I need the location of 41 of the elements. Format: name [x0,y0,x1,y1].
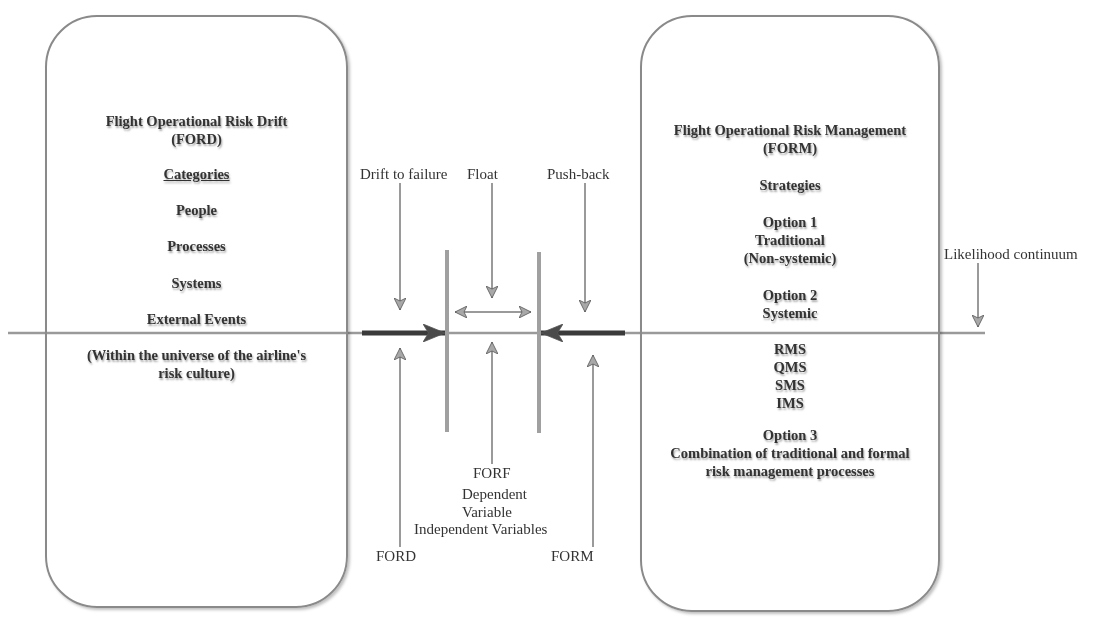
arrow [971,262,985,328]
arrow [393,182,407,311]
panel-text: SMS [775,376,805,394]
variable-label: Independent Variables [414,520,549,538]
arrow-label: FORF [473,464,511,482]
panel-text: Systemic [762,304,818,322]
arrow [362,323,446,343]
arrow [485,341,499,465]
panel-text: External Events [146,310,247,328]
arrow-label: FORD [376,547,416,565]
panel-text: People [175,201,218,219]
panel-text: (Non-systemic) [743,249,837,267]
panel-text: Option 1 [762,213,818,231]
arrow-label: Likelihood continuum [944,245,1078,263]
arrow [540,323,625,343]
arrow [586,354,600,548]
panel-text: Option 2 [762,286,818,304]
arrow-label: FORM [551,547,594,565]
panel-text: RMS [773,340,807,358]
arrow-label: Push-back [547,165,610,183]
variable-label: Dependent Variable [462,485,528,521]
rounded-panel [640,15,940,612]
arrow [578,182,592,313]
arrow-label: Drift to failure [360,165,448,183]
arrow [393,347,407,548]
rounded-panel [45,15,348,608]
panel-heading: Flight Operational Risk Management (FORM) [672,121,908,157]
panel-text: (Within the universe of the airline's risk culture) [85,346,308,382]
arrow [485,182,499,299]
panel-text: Categories [163,165,230,183]
panel-heading: Flight Operational Risk Drift (FORD) [104,112,289,148]
arrow [454,305,532,319]
panel-text: IMS [776,394,804,412]
panel-text: Systems [171,274,222,292]
arrow-label: Float [467,165,498,183]
panel-text: Option 3 [762,426,818,444]
panel-text: Processes [167,237,226,255]
panel-text: QMS [773,358,807,376]
panel-text: Combination of traditional and formal risk management processes [669,444,911,480]
panel-text: Strategies [759,176,821,194]
panel-text: Traditional [755,231,825,249]
